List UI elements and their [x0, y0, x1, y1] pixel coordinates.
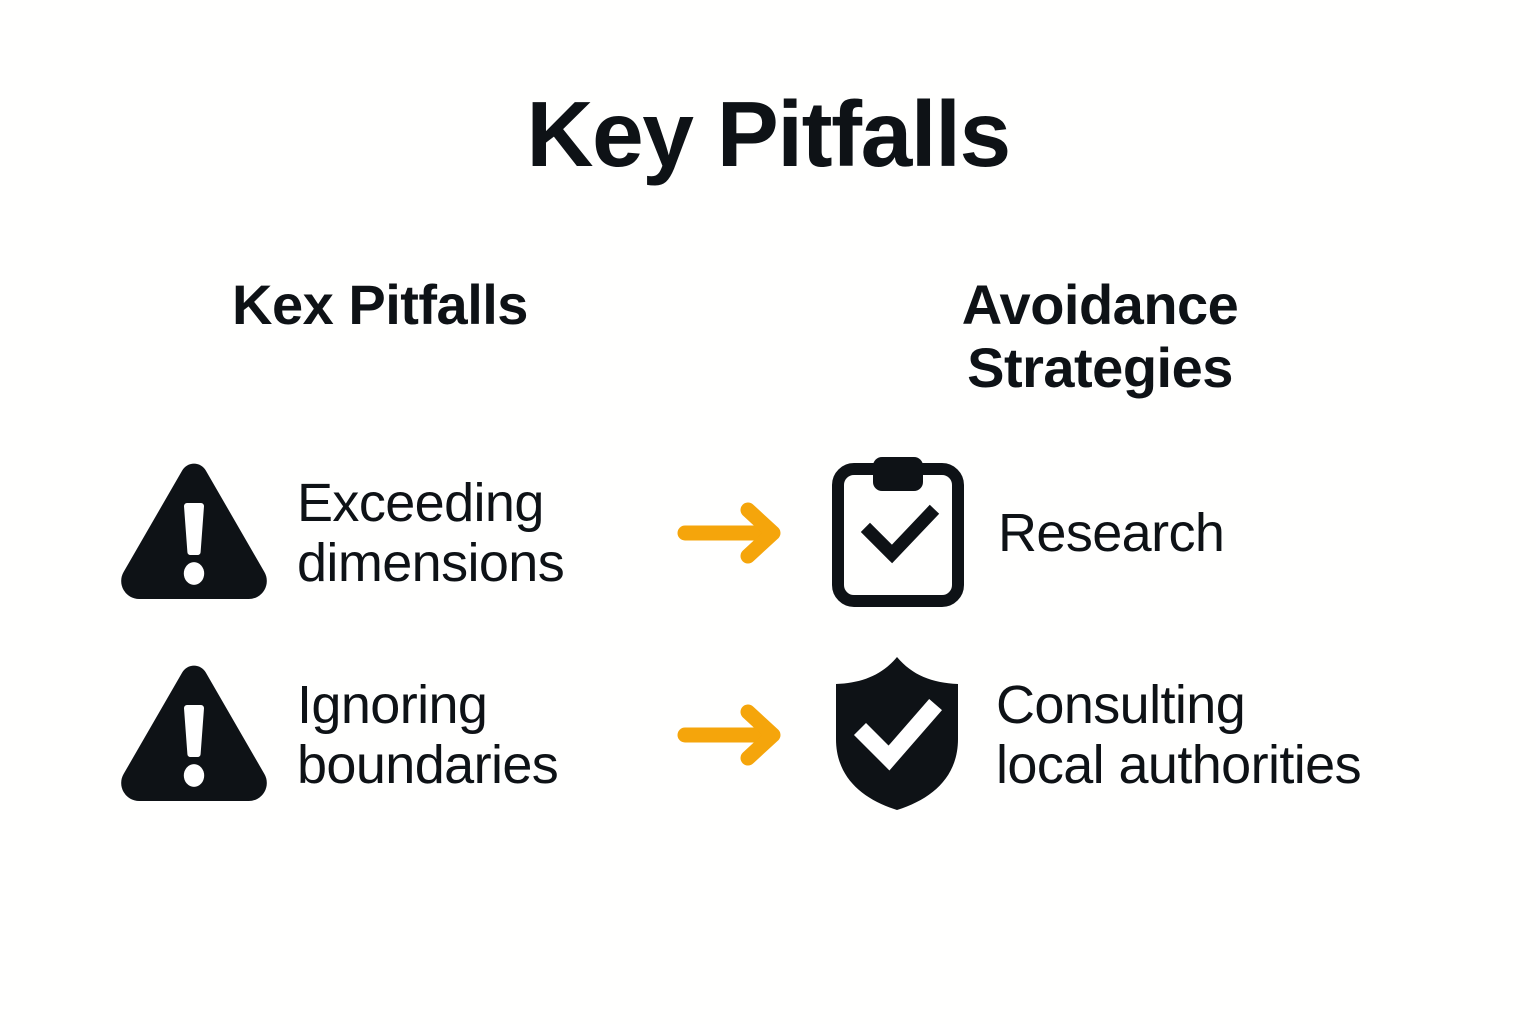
clipboard-check-icon [826, 453, 970, 614]
solution-label: Research [998, 502, 1225, 563]
warning-triangle-icon [118, 662, 270, 809]
pitfall-cell: Ignoring boundaries [118, 650, 559, 820]
solution-cell: Consulting local authorities [826, 650, 1362, 820]
arrow-right-icon [676, 650, 788, 820]
column-header-strategies: Avoidance Strategies [961, 273, 1239, 399]
pitfall-cell: Exceeding dimensions [118, 448, 565, 618]
solution-cell: Research [826, 448, 1225, 618]
arrow-right-icon [676, 448, 788, 618]
column-header-pitfalls: Kex Pitfalls [232, 273, 528, 336]
page-title: Key Pitfalls [526, 82, 1011, 186]
pitfall-label: Exceeding dimensions [297, 472, 565, 593]
shield-check-icon [826, 653, 968, 818]
warning-triangle-icon [118, 460, 270, 607]
pitfall-row: Ignoring boundaries Consulting local aut… [0, 650, 1536, 820]
pitfall-row: Exceeding dimensions Research [0, 448, 1536, 618]
pitfall-label: Ignoring boundaries [297, 674, 559, 795]
solution-label: Consulting local authorities [996, 674, 1362, 795]
